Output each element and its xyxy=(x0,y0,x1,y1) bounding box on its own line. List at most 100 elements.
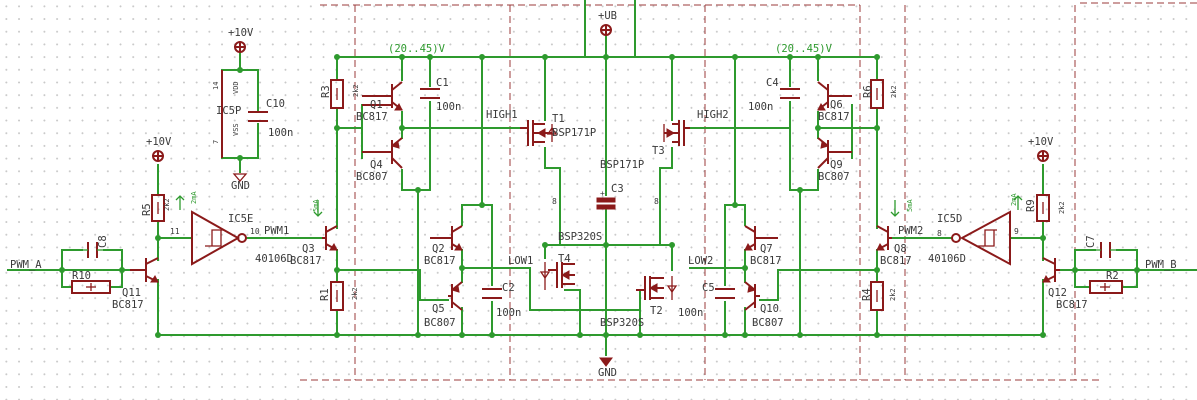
svg-text:+10V: +10V xyxy=(1028,136,1054,148)
svg-text:HIGH1: HIGH1 xyxy=(486,109,518,121)
transistor-q2: Q2 BC817 xyxy=(424,225,463,267)
svg-text:BC817: BC817 xyxy=(356,111,388,123)
svg-text:IC5P: IC5P xyxy=(216,105,241,117)
svg-text:BC817: BC817 xyxy=(112,299,144,311)
svg-text:100n: 100n xyxy=(268,127,293,139)
svg-text:5mA: 5mA xyxy=(312,199,320,212)
resistor-r2: R2 xyxy=(1089,270,1123,294)
svg-text:GND: GND xyxy=(598,367,617,379)
svg-text:100n: 100n xyxy=(678,307,703,319)
transistor-q3: Q3 BC817 xyxy=(290,225,338,267)
capacitor-c8: C8 xyxy=(82,235,109,258)
svg-text:BC817: BC817 xyxy=(880,255,912,267)
svg-text:T2: T2 xyxy=(650,305,663,317)
svg-text:BC817: BC817 xyxy=(290,255,322,267)
transistor-q11: Q11 BC817 xyxy=(112,257,159,311)
svg-text:C3: C3 xyxy=(611,183,624,195)
svg-text:2k2: 2k2 xyxy=(890,85,898,98)
svg-text:2k2: 2k2 xyxy=(1058,201,1066,214)
svg-text:C2: C2 xyxy=(502,282,515,294)
svg-text:Q2: Q2 xyxy=(432,243,445,255)
svg-text:GND: GND xyxy=(231,180,250,192)
svg-text:Q8: Q8 xyxy=(894,243,907,255)
svg-text:9: 9 xyxy=(1014,227,1019,236)
svg-text:+: + xyxy=(600,189,605,198)
svg-text:BSP171P: BSP171P xyxy=(600,159,644,171)
supply-ub: +UB xyxy=(598,10,617,36)
svg-text:R10: R10 xyxy=(72,270,91,282)
svg-text:40106D: 40106D xyxy=(255,253,293,265)
svg-text:LOW2: LOW2 xyxy=(688,255,713,267)
svg-text:8: 8 xyxy=(552,197,557,206)
svg-text:C1: C1 xyxy=(436,77,449,89)
capacitor-c1: C1 100n xyxy=(420,77,461,113)
wires xyxy=(7,0,1197,356)
svg-text:+10V: +10V xyxy=(228,27,254,39)
svg-text:IC5E: IC5E xyxy=(228,213,253,225)
inverter-ic5e: IC5E 40106D 11 10 xyxy=(170,210,293,266)
svg-text:2mA: 2mA xyxy=(190,191,198,204)
current-2ma-left: 2mA xyxy=(175,191,198,210)
svg-text:BC807: BC807 xyxy=(818,171,850,183)
svg-text:2mA: 2mA xyxy=(1010,193,1018,206)
svg-text:R2: R2 xyxy=(1106,270,1119,282)
svg-text:HIGH2: HIGH2 xyxy=(697,109,729,121)
svg-text:(20..45)V: (20..45)V xyxy=(775,43,833,55)
svg-text:C5: C5 xyxy=(702,282,715,294)
svg-text:BC807: BC807 xyxy=(752,317,784,329)
transistor-q5: Q5 BC807 xyxy=(424,281,463,329)
svg-text:Q3: Q3 xyxy=(302,243,315,255)
current-5ma-left: 5mA xyxy=(312,199,323,217)
transistor-q10: Q10 BC807 xyxy=(744,281,784,329)
svg-text:40106D: 40106D xyxy=(928,253,966,265)
svg-text:T4: T4 xyxy=(558,253,571,265)
svg-text:C10: C10 xyxy=(266,98,285,110)
svg-text:2k2: 2k2 xyxy=(352,84,360,97)
mosfet-t1: T1 BSP171P xyxy=(520,113,596,146)
svg-text:BC807: BC807 xyxy=(424,317,456,329)
capacitor-c7: C7 xyxy=(1085,235,1117,258)
resistor-r5: R5 2k2 xyxy=(141,194,171,222)
gnd-main: GND xyxy=(598,357,617,379)
transistor-q4: Q4 BC807 xyxy=(356,137,403,183)
resistor-r4: R4 2k2 xyxy=(861,281,897,311)
resistor-r9: R9 2k2 xyxy=(1025,194,1066,222)
mosfet-t3: T3 BSP171P xyxy=(600,120,690,171)
svg-text:5mA: 5mA xyxy=(906,199,914,212)
drive-rail-labels: (20..45)V (20..45)V xyxy=(388,43,833,55)
net-labels: PWM_A PWM_B PWM1 PWM2 HIGH1 HIGH2 LOW1 L… xyxy=(10,109,1177,271)
svg-text:PWM2: PWM2 xyxy=(898,225,923,237)
svg-text:Q10: Q10 xyxy=(760,303,779,315)
svg-text:100n: 100n xyxy=(436,101,461,113)
svg-text:Q12: Q12 xyxy=(1048,287,1067,299)
svg-text:(20..45)V: (20..45)V xyxy=(388,43,446,55)
svg-text:PWM_B: PWM_B xyxy=(1145,259,1177,271)
svg-text:VSS: VSS xyxy=(232,123,240,136)
svg-text:BSP320S: BSP320S xyxy=(558,231,602,243)
resistor-r10: R10 xyxy=(71,270,111,294)
svg-text:LOW1: LOW1 xyxy=(508,255,533,267)
transistor-q7: Q7 BC817 xyxy=(744,225,782,267)
svg-text:BC817: BC817 xyxy=(750,255,782,267)
mosfet-t4: BSP320S T4 xyxy=(539,231,602,290)
svg-text:8: 8 xyxy=(937,229,942,238)
transistor-q8: Q8 BC817 xyxy=(876,225,912,267)
capacitor-c3: C3 + xyxy=(596,183,624,210)
current-2ma-right: 2mA xyxy=(1010,193,1023,210)
svg-text:BC807: BC807 xyxy=(356,171,388,183)
svg-text:PWM_A: PWM_A xyxy=(10,259,42,271)
resistor-r6: 2k2 R6 xyxy=(862,79,898,109)
svg-text:+10V: +10V xyxy=(146,136,172,148)
svg-text:11: 11 xyxy=(170,227,180,236)
current-5ma-right: 5mA xyxy=(890,199,914,217)
svg-text:C7: C7 xyxy=(1085,235,1097,248)
capacitor-c2: C2 100n xyxy=(482,282,521,319)
svg-text:R4: R4 xyxy=(861,288,873,301)
svg-text:BC817: BC817 xyxy=(1056,299,1088,311)
svg-text:2k2: 2k2 xyxy=(163,198,171,211)
svg-text:100n: 100n xyxy=(496,307,521,319)
svg-text:C8: C8 xyxy=(97,235,109,248)
svg-text:R1: R1 xyxy=(319,288,331,301)
